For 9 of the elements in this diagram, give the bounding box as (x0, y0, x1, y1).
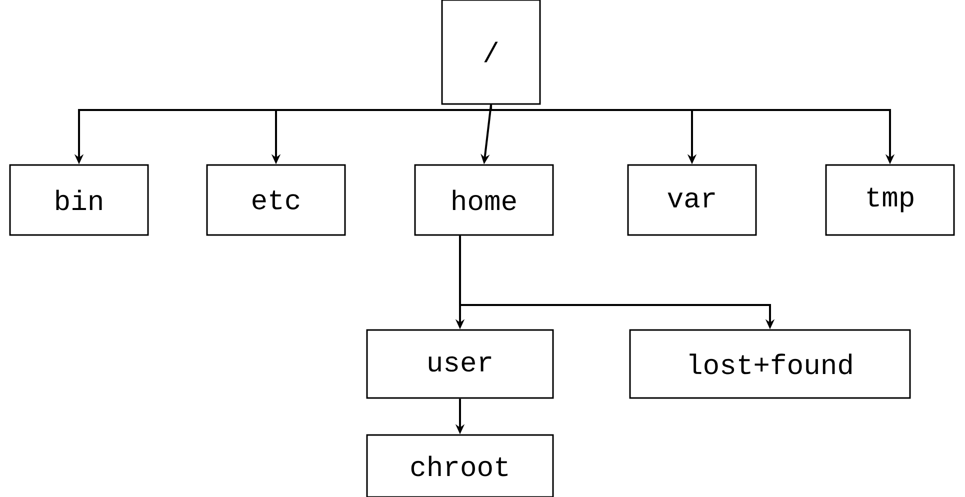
folder-box: etc (206, 164, 346, 236)
folder-box: bin (9, 164, 149, 236)
folder-box: user (366, 329, 554, 399)
folder-box: lost+found (629, 329, 911, 399)
folder-box: chroot (366, 434, 554, 497)
folder-box: var (627, 164, 757, 236)
folder-box: tmp (825, 164, 955, 236)
folder-box: home (414, 164, 554, 236)
folder-box: / (441, 0, 541, 105)
